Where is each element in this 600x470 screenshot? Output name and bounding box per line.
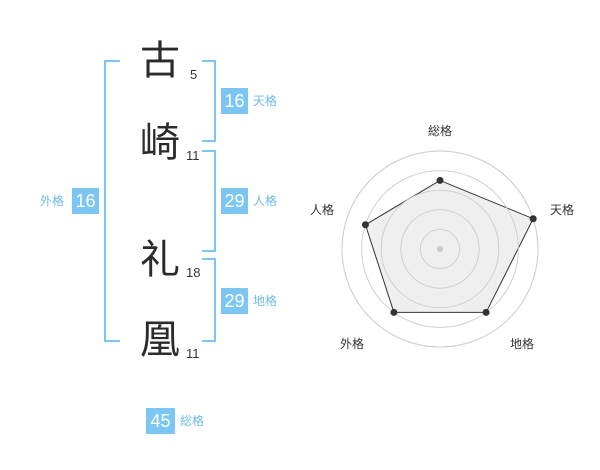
radar-background xyxy=(341,150,539,348)
radar-center-dot xyxy=(437,246,443,252)
tenkaku-value: 16 xyxy=(221,88,248,114)
soukaku-value: 45 xyxy=(146,408,175,434)
tenkaku-bracket xyxy=(202,60,216,142)
radar-axis-label-gaikaku: 外格 xyxy=(340,337,365,351)
stroke-count-1: 5 xyxy=(190,67,198,82)
chikaku-bracket xyxy=(202,258,216,342)
radar-ring xyxy=(400,209,480,289)
radar-point-0 xyxy=(436,176,444,184)
name-char-4: 凰 xyxy=(140,317,180,363)
gaikaku-bracket xyxy=(104,60,120,342)
radar-point-2 xyxy=(482,308,490,316)
stroke-count-4: 11 xyxy=(186,346,200,361)
radar-ring xyxy=(419,228,461,270)
name-char-3: 礼 xyxy=(140,237,180,283)
jinkaku-label: 人格 xyxy=(253,194,278,208)
radar-axis-label-jinkaku: 人格 xyxy=(310,203,335,217)
radar-point-1 xyxy=(529,215,537,223)
radar-axis-label-soukaku: 総格 xyxy=(428,124,453,138)
jinkaku-bracket xyxy=(202,150,216,252)
stroke-count-2: 11 xyxy=(186,148,200,163)
soukaku-label: 総格 xyxy=(180,414,205,428)
name-char-1: 古 xyxy=(140,38,180,84)
radar-point-3 xyxy=(390,308,398,316)
radar-ring xyxy=(380,189,500,309)
stroke-count-3: 18 xyxy=(186,265,201,280)
radar-ring xyxy=(341,150,539,348)
chikaku-value: 29 xyxy=(221,288,248,314)
radar-point-4 xyxy=(361,221,369,229)
jinkaku-value: 29 xyxy=(221,188,248,214)
gaikaku-value: 16 xyxy=(72,188,99,214)
tenkaku-label: 天格 xyxy=(253,94,278,108)
chikaku-label: 地格 xyxy=(253,294,278,308)
radar-axis-label-tenkaku: 天格 xyxy=(550,203,575,217)
gaikaku-label: 外格 xyxy=(40,194,65,208)
radar-ring xyxy=(361,170,519,328)
radar-data-polygon xyxy=(364,179,534,313)
name-char-2: 崎 xyxy=(140,120,180,166)
radar-axis-label-chikaku: 地格 xyxy=(510,337,535,351)
